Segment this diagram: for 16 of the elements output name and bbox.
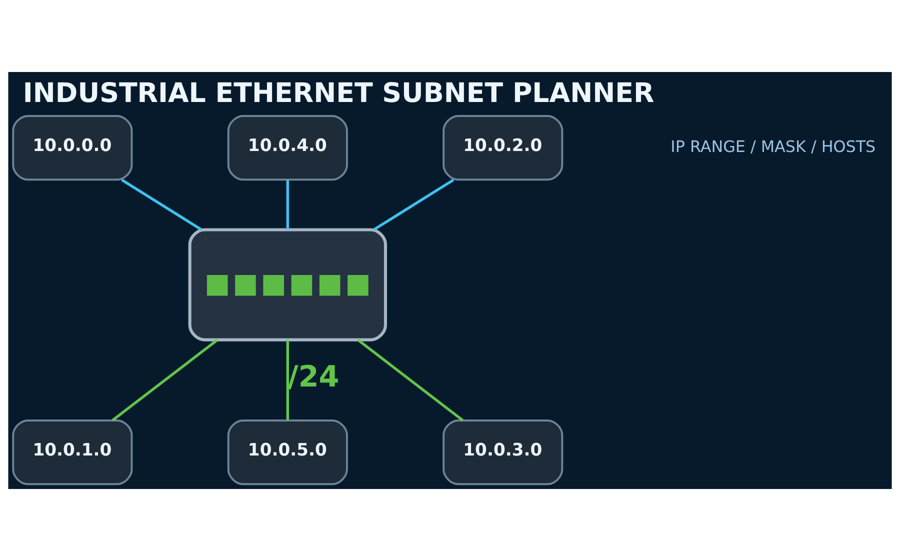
connector (286, 179, 290, 230)
node-box: 10.0.1.0 (12, 419, 133, 485)
diagram-title: INDUSTRIAL ETHERNET SUBNET PLANNER (22, 78, 654, 109)
connector (112, 338, 218, 421)
label: IP RANGE / MASK / HOSTS (670, 136, 876, 156)
edge-label: /24 (288, 359, 340, 394)
connector (121, 178, 202, 230)
connector (373, 178, 454, 230)
node-box: 10.0.2.0 (442, 114, 564, 180)
connector (357, 338, 464, 421)
node-box (188, 228, 388, 341)
node-box: 10.0.0.0 (12, 114, 133, 180)
node-box: 10.0.5.0 (227, 419, 348, 485)
connector (286, 340, 290, 420)
node-box: 10.0.3.0 (442, 419, 564, 485)
node-box: 10.0.4.0 (227, 114, 348, 180)
